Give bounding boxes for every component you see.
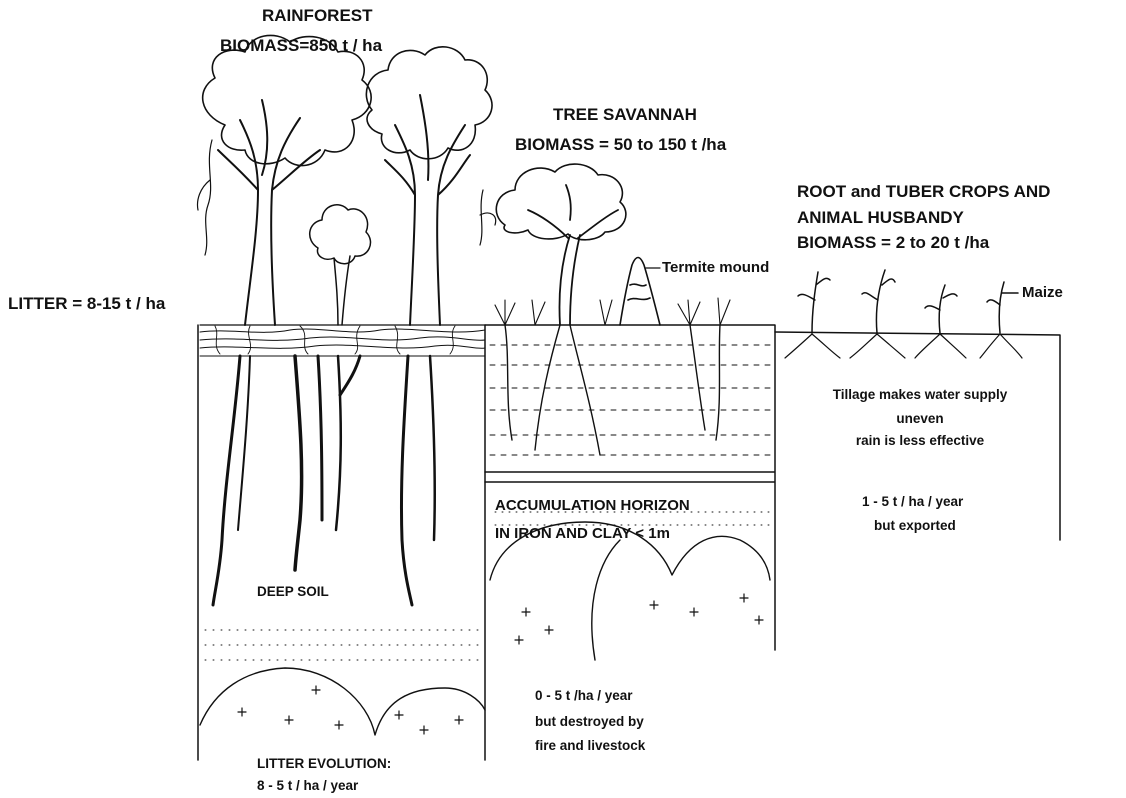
rainforest-litter: LITTER = 8-15 t / ha (8, 294, 165, 314)
crops-biomass: BIOMASS = 2 to 20 t /ha (797, 233, 989, 253)
litter-evolution-value: 8 - 5 t / ha / year (257, 778, 358, 794)
savannah-tree-trunk (528, 185, 618, 325)
rainforest-vine-left (198, 140, 213, 255)
rainforest-roots (213, 356, 435, 605)
accumulation-horizon-line1: ACCUMULATION HORIZON (495, 497, 690, 515)
rainforest-title: RAINFOREST (262, 6, 373, 26)
crops-rate-line2: but exported (874, 518, 956, 534)
savannah-bushes (495, 298, 730, 325)
rainforest-trunk-right (385, 95, 470, 325)
rainforest-trunk-left (218, 100, 320, 325)
savannah-roots (505, 325, 720, 455)
rainforest-subsoil (200, 630, 485, 735)
savannah-rate-line1: 0 - 5 t /ha / year (535, 688, 633, 704)
accumulation-horizon-line2: IN IRON AND CLAY < 1m (495, 525, 670, 543)
savannah-soil-layers (490, 345, 770, 455)
deep-soil-label: DEEP SOIL (257, 584, 329, 600)
savannah-tree-canopy (496, 164, 626, 240)
savannah-title: TREE SAVANNAH (553, 105, 697, 125)
savannah-column (485, 164, 775, 660)
termite-mound-label: Termite mound (662, 259, 769, 277)
savannah-rate-line3: fire and livestock (535, 738, 645, 754)
tillage-line1: Tillage makes water supply (780, 387, 1060, 403)
crops-rate-line1: 1 - 5 t / ha / year (862, 494, 963, 510)
rainforest-litter-layer (200, 325, 485, 356)
rainforest-vine-right (480, 190, 496, 245)
litter-evolution-title: LITTER EVOLUTION: (257, 756, 391, 772)
rainforest-column (198, 35, 496, 760)
rainforest-small-tree (310, 205, 371, 325)
savannah-biomass: BIOMASS = 50 to 150 t /ha (515, 135, 726, 155)
rainforest-canopy-right (366, 47, 492, 159)
rainforest-biomass: BIOMASS=850 t / ha (220, 36, 382, 56)
savannah-column-frame (485, 325, 775, 650)
tillage-line3: rain is less effective (780, 433, 1060, 449)
maize-label: Maize (1022, 284, 1063, 302)
maize-roots (785, 334, 1022, 358)
tillage-line2: uneven (780, 411, 1060, 427)
crops-title-line2: ANIMAL HUSBANDY (797, 208, 964, 228)
crops-title-line1: ROOT and TUBER CROPS AND (797, 182, 1050, 202)
horizon-crosses (515, 594, 763, 644)
maize-plants (798, 270, 1018, 333)
savannah-rate-line2: but destroyed by (535, 714, 644, 730)
